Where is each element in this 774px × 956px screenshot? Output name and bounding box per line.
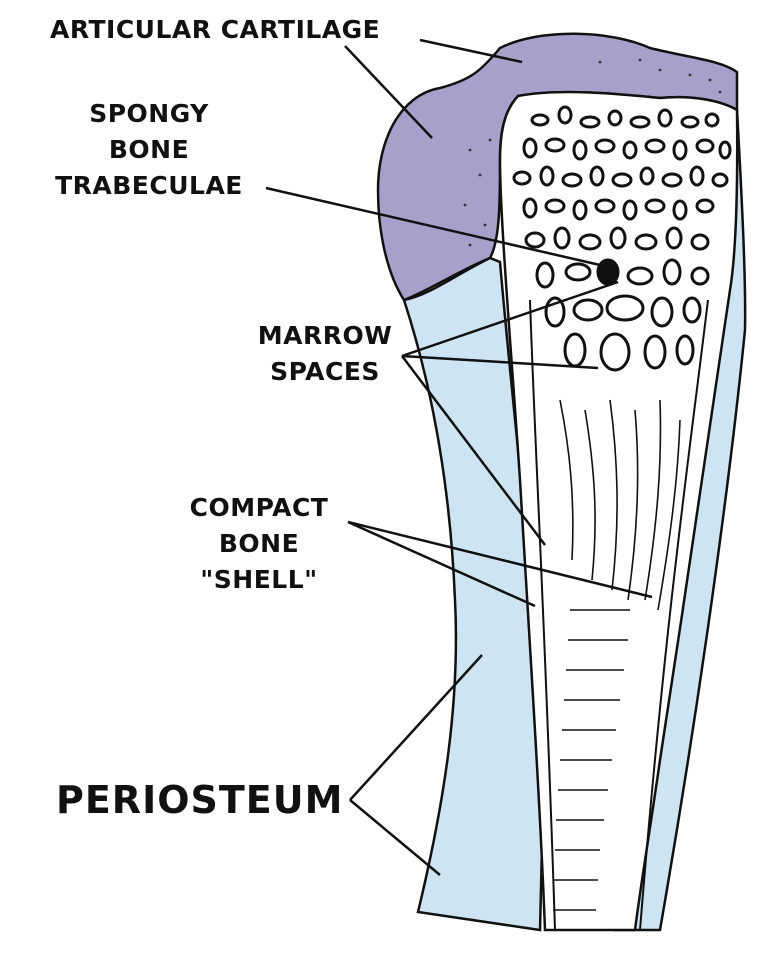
periosteum-region <box>402 256 547 932</box>
label-spongy-line3: TRABECULAE <box>55 171 243 200</box>
label-marrow-line1: MARROW <box>257 321 393 350</box>
marrow-cavity-streaks <box>553 399 681 911</box>
leader-lines <box>265 38 653 876</box>
leader-marrow-3 <box>401 355 546 546</box>
leader-compact-1 <box>347 520 536 608</box>
label-marrow-line2: SPACES <box>270 357 380 386</box>
label-compact-line3: "SHELL" <box>200 565 318 594</box>
leader-periosteum-1 <box>349 654 483 801</box>
trabeculae-pattern <box>512 105 732 372</box>
leader-articular-cartilage-1 <box>419 38 523 64</box>
label-spongy-bone-trabeculae: SPONGY BONE TRABECULAE <box>44 96 254 204</box>
label-spongy-line1: SPONGY <box>89 99 209 128</box>
label-articular-cartilage: ARTICULAR CARTILAGE <box>50 15 381 44</box>
label-compact-line2: BONE <box>218 529 300 558</box>
compact-shell-right-wall <box>639 299 709 931</box>
label-compact-line1: COMPACT <box>189 493 329 522</box>
leader-periosteum-2 <box>349 799 441 876</box>
leader-spongy-bone <box>265 186 601 267</box>
cartilage-stipple <box>463 58 722 247</box>
label-spongy-line2: BONE <box>108 135 190 164</box>
leader-compact-2 <box>347 520 653 599</box>
label-marrow-spaces: MARROW SPACES <box>250 318 400 390</box>
leader-articular-cartilage-2 <box>344 45 433 139</box>
label-periosteum: PERIOSTEUM <box>56 778 344 822</box>
leader-marrow-1 <box>401 280 619 358</box>
leader-marrow-2 <box>401 354 599 370</box>
label-compact-bone-shell: COMPACT BONE "SHELL" <box>172 490 346 598</box>
